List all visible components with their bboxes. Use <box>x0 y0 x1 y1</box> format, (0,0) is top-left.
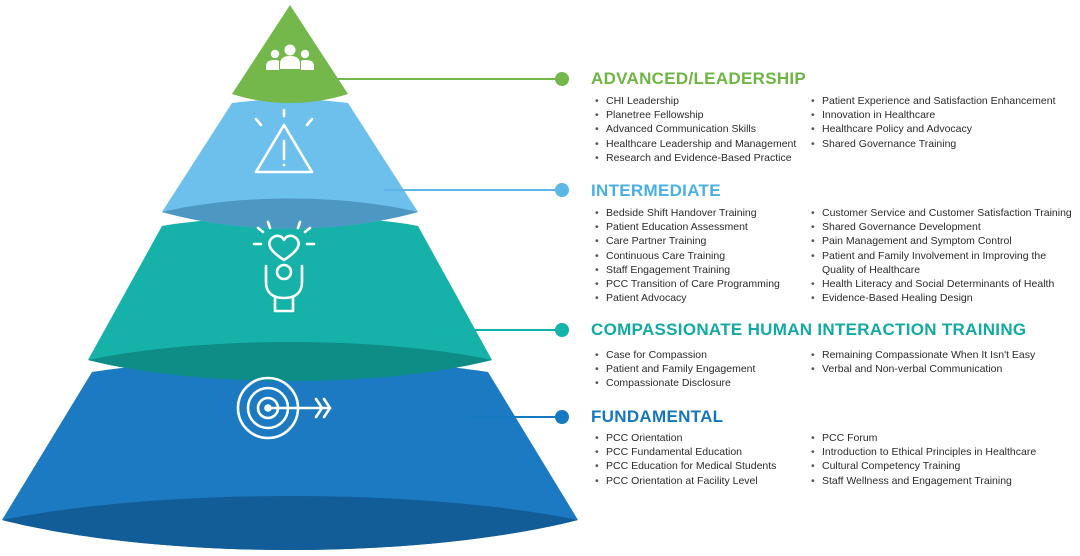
list-item: Staff Engagement Training <box>592 263 780 277</box>
list-item: Evidence-Based Healing Design <box>808 291 1076 305</box>
tier-intermediate-shape <box>162 99 418 229</box>
advanced-list-left: CHI Leadership Planetree Fellowship Adva… <box>592 94 796 165</box>
connector-fundamental <box>470 410 569 424</box>
tier-title-advanced: ADVANCED/LEADERSHIP <box>591 69 807 88</box>
list-item: Customer Service and Customer Satisfacti… <box>808 206 1076 220</box>
connector-compassionate <box>440 323 569 337</box>
list-item: Shared Governance Development <box>808 220 1076 234</box>
advanced-list-right: Patient Experience and Satisfaction Enha… <box>808 94 1055 151</box>
list-item: Continuous Care Training <box>592 249 780 263</box>
heart-person-icon <box>252 220 316 313</box>
list-item: CHI Leadership <box>592 94 796 108</box>
list-item: Patient and Family Engagement <box>592 362 755 376</box>
list-item: Health Literacy and Social Determinants … <box>808 277 1076 291</box>
list-item: Patient Education Assessment <box>592 220 780 234</box>
list-item: Research and Evidence-Based Practice <box>592 151 796 165</box>
list-item: Compassionate Disclosure <box>592 376 755 390</box>
tier-title-intermediate: INTERMEDIATE <box>591 181 721 200</box>
list-item: Staff Wellness and Engagement Training <box>808 474 1036 488</box>
list-item: Cultural Competency Training <box>808 459 1036 473</box>
list-item: Patient and Family Involvement in Improv… <box>808 249 1058 277</box>
list-item: Patient Experience and Satisfaction Enha… <box>808 94 1055 108</box>
list-item: Innovation in Healthcare <box>808 108 1055 122</box>
list-item: Pain Management and Symptom Control <box>808 234 1076 248</box>
list-item: Healthcare Leadership and Management <box>592 137 796 151</box>
list-item: PCC Forum <box>808 431 1036 445</box>
fundamental-list-left: PCC Orientation PCC Fundamental Educatio… <box>592 431 776 488</box>
list-item: Healthcare Policy and Advocacy <box>808 122 1055 136</box>
warning-triangle-icon <box>254 108 314 174</box>
list-item: PCC Fundamental Education <box>592 445 776 459</box>
tier-title-compassionate: COMPASSIONATE HUMAN INTERACTION TRAINING <box>591 320 1027 339</box>
list-item: Patient Advocacy <box>592 291 780 305</box>
list-item: Planetree Fellowship <box>592 108 796 122</box>
connector-intermediate <box>384 183 569 197</box>
people-group-icon <box>266 44 314 70</box>
list-item: Case for Compassion <box>592 348 755 362</box>
list-item: Introduction to Ethical Principles in He… <box>808 445 1036 459</box>
list-item: Verbal and Non-verbal Communication <box>808 362 1035 376</box>
tier-fundamental-shape <box>2 359 578 550</box>
list-item: PCC Orientation <box>592 431 776 445</box>
target-arrow-icon <box>236 376 332 440</box>
list-item: Remaining Compassionate When It Isn't Ea… <box>808 348 1035 362</box>
intermediate-list-left: Bedside Shift Handover Training Patient … <box>592 206 780 306</box>
compassionate-list-left: Case for Compassion Patient and Family E… <box>592 348 755 391</box>
list-item: Care Partner Training <box>592 234 780 248</box>
fundamental-list-right: PCC Forum Introduction to Ethical Princi… <box>808 431 1036 488</box>
compassionate-list-right: Remaining Compassionate When It Isn't Ea… <box>808 348 1035 377</box>
list-item: PCC Education for Medical Students <box>592 459 776 473</box>
list-item: Shared Governance Training <box>808 137 1055 151</box>
connector-advanced <box>330 72 569 86</box>
list-item: Advanced Communication Skills <box>592 122 796 136</box>
tier-compassionate-shape <box>88 217 492 381</box>
intermediate-list-right: Customer Service and Customer Satisfacti… <box>808 206 1076 306</box>
tier-title-fundamental: FUNDAMENTAL <box>591 407 724 426</box>
list-item: PCC Transition of Care Programming <box>592 277 780 291</box>
list-item: Bedside Shift Handover Training <box>592 206 780 220</box>
list-item: PCC Orientation at Facility Level <box>592 474 776 488</box>
